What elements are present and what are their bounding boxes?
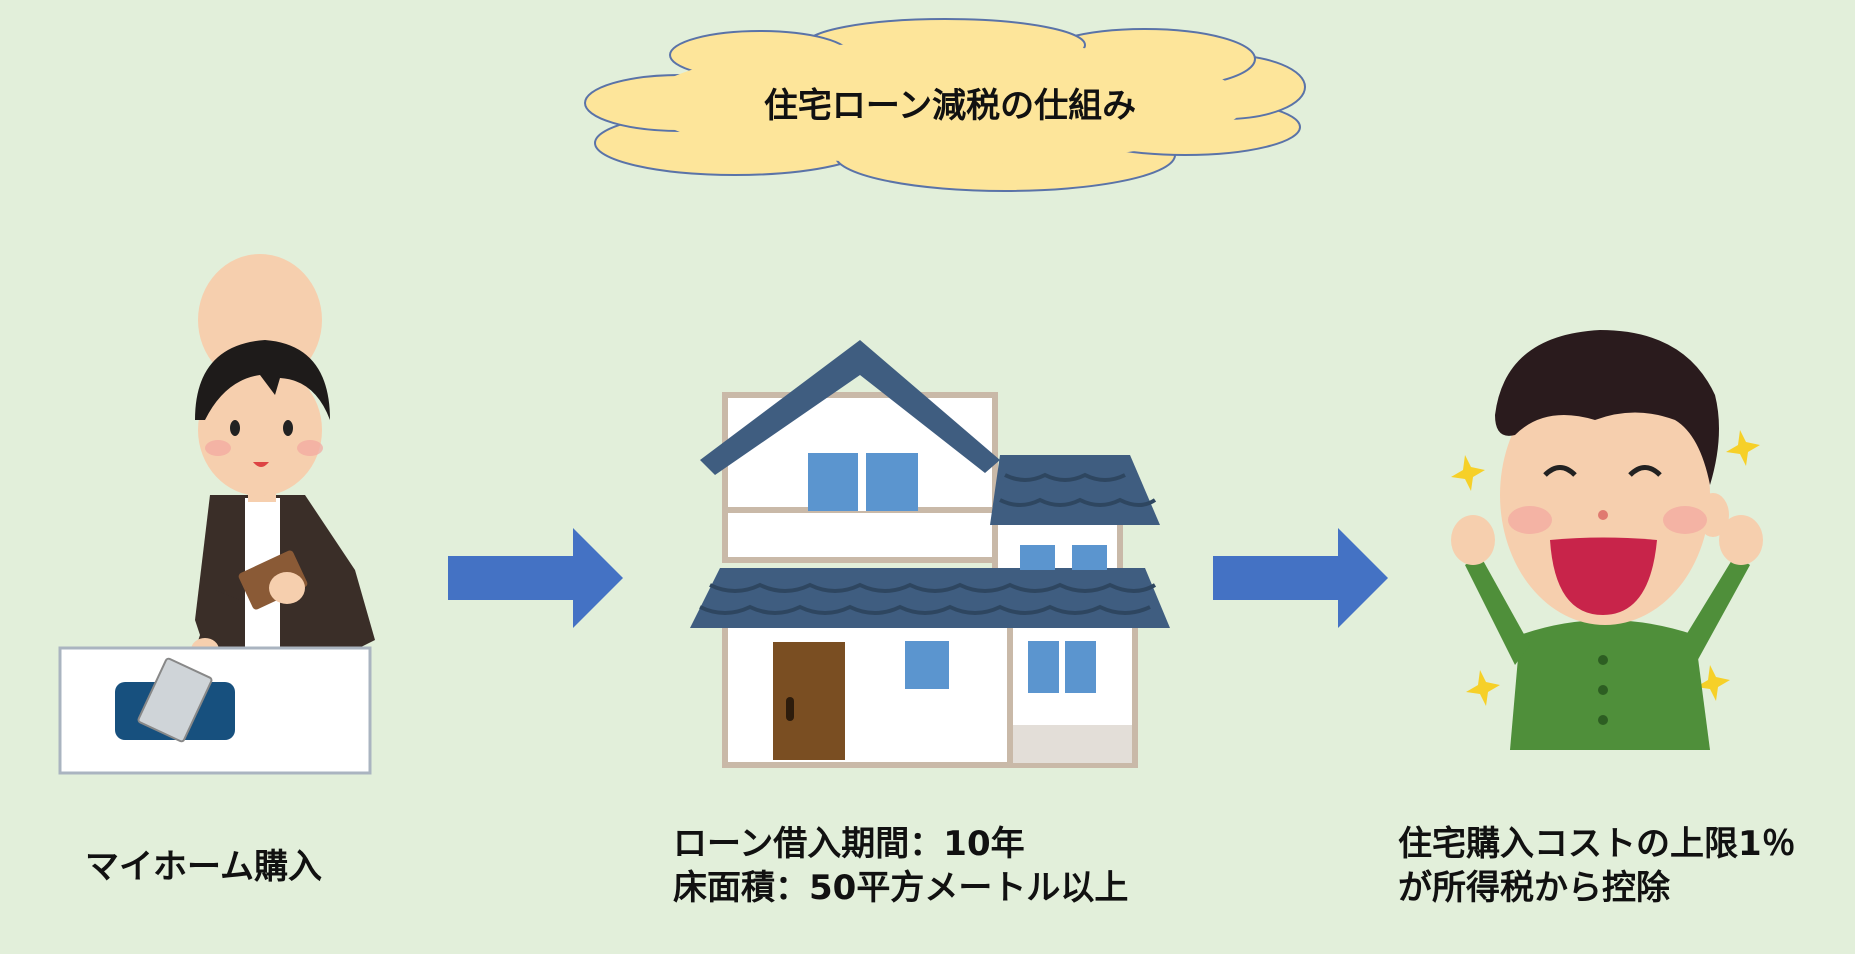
step-1-caption: マイホーム購入: [85, 845, 322, 889]
house-icon: [690, 340, 1170, 768]
step-2-line-2: 床面積：50平方メートル以上: [673, 868, 1129, 908]
arrow-right-icon: [1213, 528, 1388, 628]
arrow-right-icon: [448, 528, 623, 628]
diagram-title: 住宅ローン減税の仕組み: [763, 85, 1137, 126]
step-3-line-2: が所得税から控除: [1398, 868, 1670, 908]
step-3-line-1: 住宅購入コストの上限1％: [1398, 824, 1796, 864]
step-2-caption: ローン借入期間：10年 床面積：50平方メートル以上: [673, 822, 1128, 910]
step-3-caption: 住宅購入コストの上限1％ が所得税から控除: [1398, 822, 1796, 910]
happy-person-icon: [1451, 330, 1763, 750]
title-cloud: [584, 18, 1306, 192]
step-2-line-1: ローン借入期間：10年: [673, 824, 1025, 864]
step-1-line-1: マイホーム購入: [85, 847, 322, 887]
person-paying-icon: [58, 254, 375, 775]
